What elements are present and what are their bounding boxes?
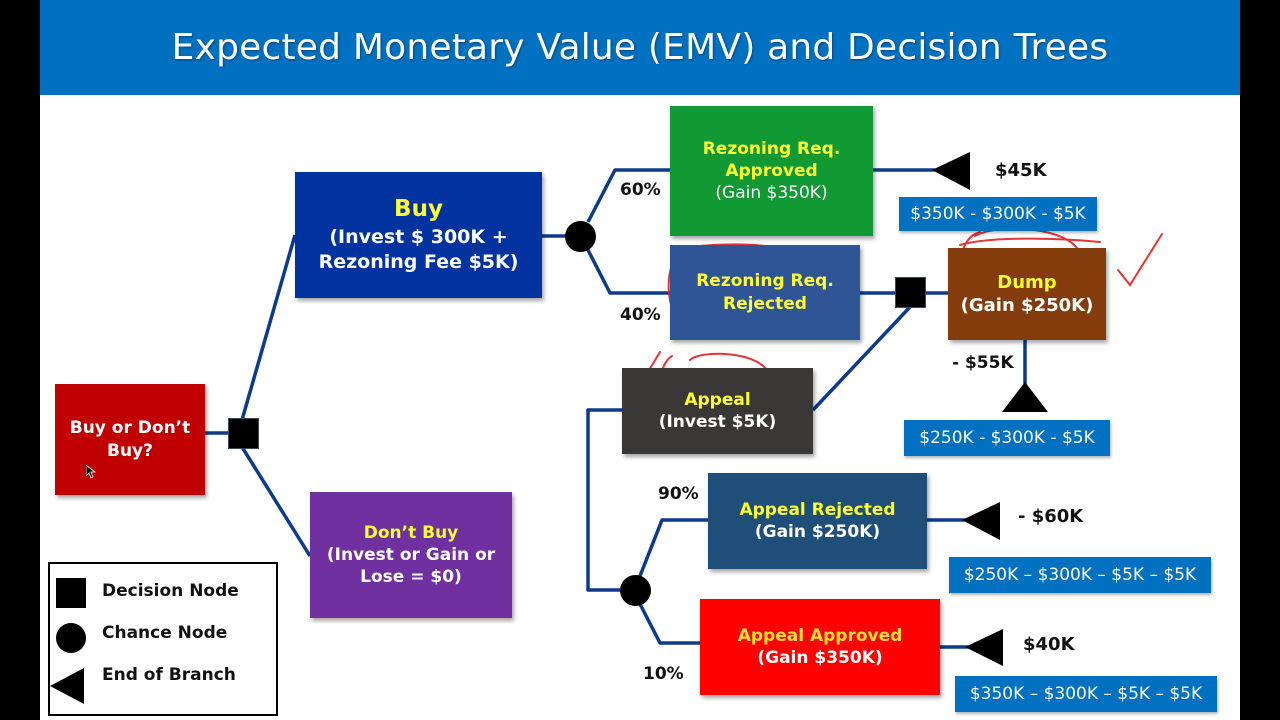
end-branch-triangle-icon (962, 502, 1000, 540)
outcome-value: $40K (1023, 634, 1075, 655)
node-rezoning-approved: Rezoning Req. Approved (Gain $350K) (670, 106, 873, 236)
probability-label: 90% (658, 484, 699, 504)
end-branch-triangle-icon (1002, 382, 1048, 412)
end-branch-triangle-icon (965, 629, 1003, 666)
legend-label: Chance Node (102, 623, 228, 643)
decision-node-icon (895, 277, 926, 308)
node-label: Buy? (106, 440, 153, 461)
node-dont-buy: Don’t Buy (Invest or Gain or Lose = $0) (310, 492, 512, 618)
node-heading: Don’t Buy (363, 522, 459, 543)
probability-label: 60% (620, 180, 661, 200)
outcome-calculation: $250K – $300K – $5K – $5K (949, 557, 1211, 593)
node-heading: Appeal Approved (737, 625, 903, 646)
node-detail: (Gain $250K) (960, 295, 1094, 316)
chance-node-icon (565, 221, 596, 252)
node-detail: Lose = $0) (360, 567, 462, 588)
node-label: Buy or Don’t (69, 418, 191, 439)
node-detail: (Invest or Gain or (326, 544, 496, 565)
end-branch-triangle-icon (50, 668, 84, 704)
node-heading: Approved (725, 160, 818, 181)
outcome-calculation: $350K – $300K – $5K – $5K (955, 676, 1217, 712)
legend: Decision Node Chance Node End of Branch (48, 562, 278, 716)
probability-label: 40% (620, 305, 661, 325)
node-detail: (Gain $250K) (754, 522, 881, 542)
probability-label: 10% (643, 664, 684, 684)
chance-node-icon (56, 623, 86, 653)
outcome-value: $45K (995, 160, 1047, 181)
node-heading: Rezoning Req. (696, 271, 834, 292)
chance-node-icon (620, 575, 651, 606)
node-dump: Dump (Gain $250K) (948, 248, 1106, 340)
title-bar: Expected Monetary Value (EMV) and Decisi… (40, 0, 1240, 95)
node-heading: Appeal Rejected (739, 499, 896, 520)
node-appeal-rejected: Appeal Rejected (Gain $250K) (708, 473, 927, 569)
node-buy-or-dont-buy: Buy or Don’t Buy? (55, 384, 205, 495)
decision-node-icon (56, 578, 86, 608)
node-detail: (Invest $5K) (658, 412, 777, 432)
node-detail: (Invest $ 300K + (329, 226, 508, 249)
outcome-calculation: $350K - $300K - $5K (899, 197, 1097, 231)
node-rezoning-rejected: Rezoning Req. Rejected (670, 245, 860, 340)
node-detail: (Gain $350K) (715, 183, 828, 204)
decision-node-icon (228, 418, 259, 449)
outcome-value: - $55K (952, 353, 1014, 373)
node-detail: Rezoning Fee $5K) (318, 250, 519, 273)
node-heading: Dump (997, 271, 1057, 293)
node-appeal-approved: Appeal Approved (Gain $350K) (700, 599, 940, 695)
node-appeal: Appeal (Invest $5K) (622, 368, 813, 454)
slide-title: Expected Monetary Value (EMV) and Decisi… (171, 27, 1109, 68)
outcome-calculation: $250K - $300K - $5K (904, 420, 1110, 456)
node-detail: (Gain $350K) (757, 648, 883, 668)
node-heading: Rezoning Req. (702, 138, 841, 159)
end-branch-triangle-icon (932, 152, 970, 190)
node-heading: Appeal (684, 389, 751, 410)
node-heading: Buy (394, 196, 443, 223)
legend-label: Decision Node (102, 581, 239, 601)
legend-label: End of Branch (102, 665, 236, 685)
node-buy: Buy (Invest $ 300K + Rezoning Fee $5K) (295, 172, 542, 298)
node-heading: Rejected (723, 293, 807, 314)
mouse-cursor-icon (86, 465, 96, 479)
outcome-value: - $60K (1018, 506, 1084, 527)
